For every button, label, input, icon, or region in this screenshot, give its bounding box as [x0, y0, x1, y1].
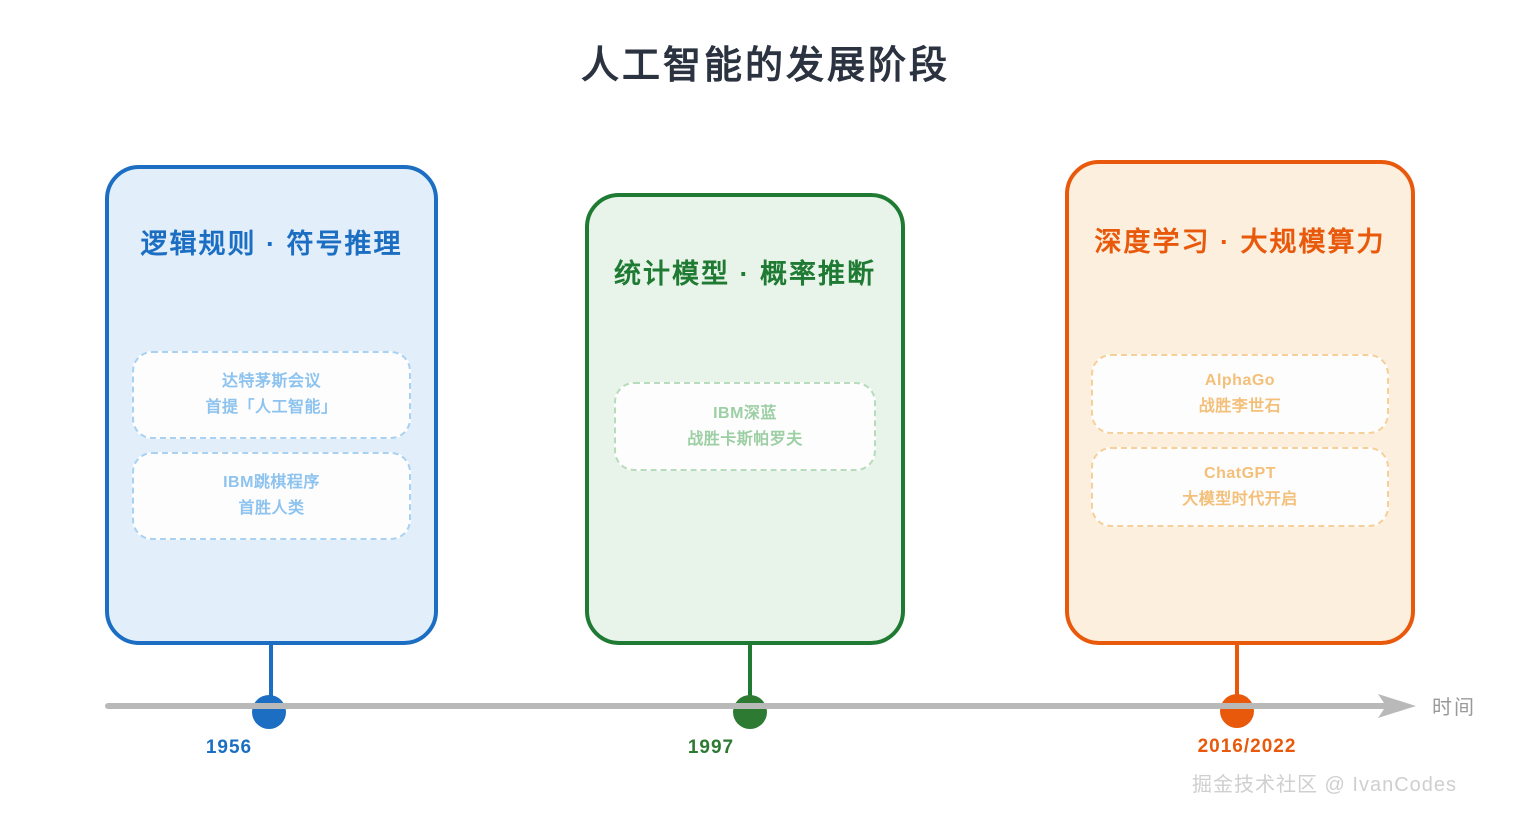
milestone-line-2: 大模型时代开启	[1182, 491, 1298, 508]
year-label-statistics: 1997	[687, 737, 735, 758]
timeline-axis	[105, 703, 1395, 709]
phase-heading-logic: 逻辑规则 · 符号推理	[140, 229, 403, 259]
milestone-line-2: 首胜人类	[238, 500, 305, 517]
milestone-list-statistics: IBM深蓝 战胜卡斯帕罗夫	[589, 382, 901, 471]
watermark: 掘金技术社区 @ IvanCodes	[1192, 774, 1458, 796]
timeline-node-statistics[interactable]	[733, 695, 767, 729]
phase-card-logic[interactable]: 逻辑规则 · 符号推理 达特茅斯会议 首提「人工智能」 IBM跳棋程序 首胜人类	[105, 165, 438, 645]
timeline-node-logic[interactable]	[252, 695, 286, 729]
year-label-deeplearning: 2016/2022	[1197, 736, 1297, 757]
milestone-item[interactable]: IBM深蓝 战胜卡斯帕罗夫	[614, 382, 876, 471]
milestone-line-2: 首提「人工智能」	[205, 399, 338, 416]
milestone-item[interactable]: ChatGPT 大模型时代开启	[1091, 447, 1389, 527]
phase-card-statistics[interactable]: 统计模型 · 概率推断 IBM深蓝 战胜卡斯帕罗夫	[585, 193, 905, 645]
phase-card-deeplearning[interactable]: 深度学习 · 大规模算力 AlphaGo 战胜李世石 ChatGPT 大模型时代…	[1065, 160, 1415, 645]
milestone-line-1: ChatGPT	[1204, 465, 1276, 483]
milestone-list-logic: 达特茅斯会议 首提「人工智能」 IBM跳棋程序 首胜人类	[109, 351, 434, 540]
axis-caption: 时间	[1432, 697, 1476, 719]
page-title: 人工智能的发展阶段	[580, 45, 950, 87]
milestone-line-1: IBM跳棋程序	[223, 474, 320, 492]
year-label-logic: 1956	[205, 737, 253, 758]
phase-connector-logic	[269, 643, 273, 715]
milestone-line-2: 战胜卡斯帕罗夫	[687, 430, 803, 448]
phase-connector-statistics	[748, 645, 752, 715]
milestone-line-2: 战胜李世石	[1198, 398, 1282, 415]
arrow-right-icon	[1378, 694, 1416, 718]
phase-heading-deeplearning: 深度学习 · 大规模算力	[1094, 227, 1386, 257]
timeline-node-deeplearning[interactable]	[1220, 694, 1254, 728]
milestone-item[interactable]: AlphaGo 战胜李世石	[1091, 354, 1389, 434]
milestone-item[interactable]: 达特茅斯会议 首提「人工智能」	[132, 351, 411, 439]
milestone-line-1: IBM深蓝	[713, 404, 777, 422]
milestone-list-deeplearning: AlphaGo 战胜李世石 ChatGPT 大模型时代开启	[1069, 354, 1411, 527]
milestone-item[interactable]: IBM跳棋程序 首胜人类	[132, 452, 411, 540]
phase-heading-statistics: 统计模型 · 概率推断	[614, 259, 876, 289]
milestone-line-1: AlphaGo	[1204, 372, 1276, 390]
milestone-line-1: 达特茅斯会议	[221, 373, 321, 391]
phase-connector-deeplearning	[1235, 645, 1239, 715]
